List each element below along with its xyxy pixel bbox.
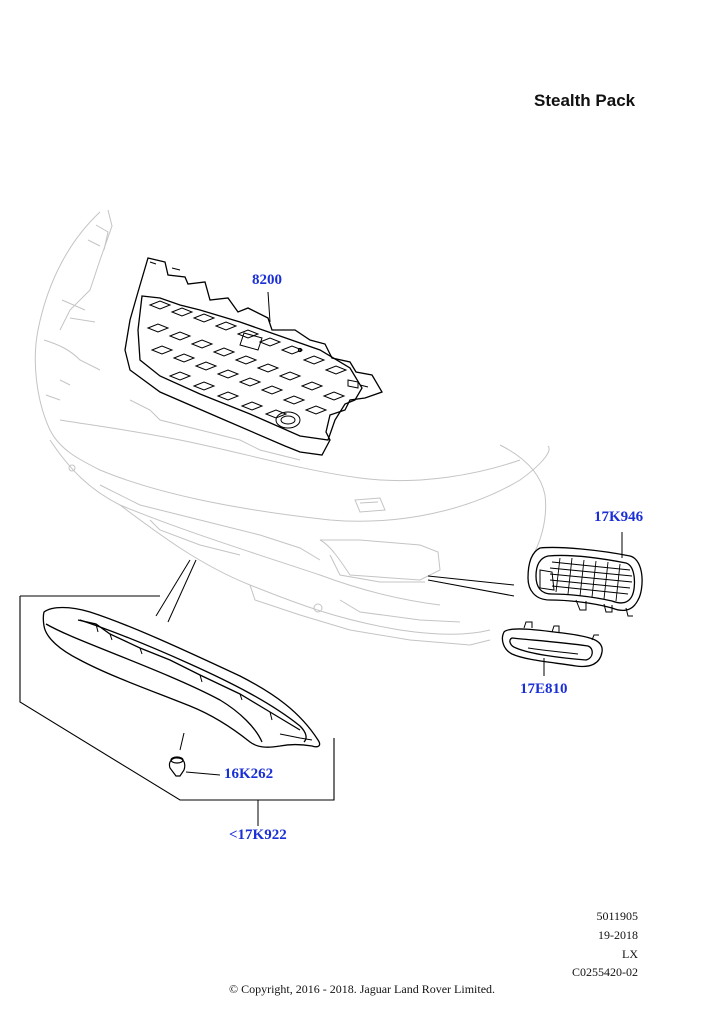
fog-lamp-bezel[interactable]: [501, 621, 603, 668]
assembly-inset-box: [19, 595, 335, 801]
grille-mesh: [146, 300, 348, 429]
callout-grille[interactable]: 8200: [252, 272, 282, 288]
clip-fastener[interactable]: [168, 756, 221, 777]
radiator-grille[interactable]: [124, 257, 383, 456]
model-code: LX: [622, 947, 638, 961]
callout-clip[interactable]: 16K262: [224, 766, 274, 782]
reference-code: C0255420-02: [572, 965, 638, 979]
front-bumper-outline: [34, 209, 550, 646]
skid-plate[interactable]: [42, 606, 321, 748]
callout-fog-lamp-bezel[interactable]: 17E810: [520, 681, 568, 697]
fog-lamp-grille[interactable]: [527, 546, 643, 617]
clip-leader-line: [179, 732, 185, 751]
fog-lamp-leader-lines: [427, 575, 515, 597]
illustration-id: 5011905: [596, 909, 638, 923]
page-title: Stealth Pack: [534, 91, 636, 110]
leader-line-8200: [267, 291, 271, 323]
inset-leader-lines: [155, 559, 197, 623]
illustration-date: 19-2018: [598, 928, 638, 942]
callout-fog-lamp-grille[interactable]: 17K946: [594, 509, 644, 525]
copyright-notice: © Copyright, 2016 - 2018. Jaguar Land Ro…: [228, 982, 496, 996]
callout-assembly[interactable]: <17K922: [229, 827, 287, 843]
